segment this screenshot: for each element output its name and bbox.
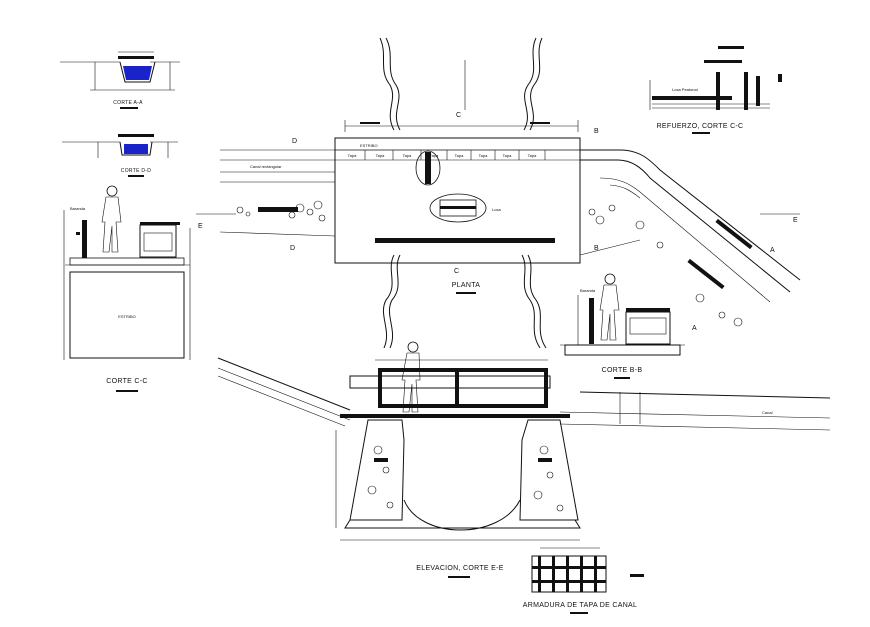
- elevation-view: Canal: [217, 341, 831, 578]
- abutment-right: [519, 419, 579, 521]
- tapa-label: Tapa: [479, 153, 488, 158]
- detail-corte-aa: CORTE A-A: [60, 51, 180, 109]
- title-elevacion-ee: ELEVACION, CORTE E-E: [416, 565, 503, 572]
- slab-oval: [429, 193, 487, 223]
- mark-e-right: E: [793, 217, 798, 224]
- tapa-label: Tapa: [528, 153, 537, 158]
- mark-d-bottom: D: [290, 245, 295, 252]
- detail-corte-bb: Baranda CORTE B-B: [560, 273, 685, 379]
- title-corte-cc: CORTE C-C: [106, 378, 147, 385]
- abutment-stones: [367, 445, 564, 512]
- plan-tapa-row: Tapa Tapa Tapa Tapa Tapa Tapa Tapa Tapa: [335, 149, 580, 160]
- person-figure-elev: [401, 341, 421, 413]
- mark-b-top: B: [594, 128, 599, 135]
- river-bed-elev: [403, 499, 521, 531]
- label-losa-peatonal: Losa Peatonal: [672, 87, 698, 92]
- title-corte-dd: CORTE D-D: [121, 168, 151, 174]
- tapa-label: Tapa: [455, 153, 464, 158]
- plan-view: Tapa Tapa Tapa Tapa Tapa Tapa Tapa Tapa …: [196, 37, 800, 349]
- label-losa-plan: Losa: [492, 207, 501, 212]
- label-baranda-bb: Baranda: [580, 288, 596, 293]
- mark-d-top: D: [292, 138, 297, 145]
- label-canal-rectangular: Canal rectangular: [250, 164, 282, 169]
- mark-b-bottom: B: [594, 245, 599, 252]
- label-estribo-cc: ESTRIBO: [118, 314, 136, 319]
- mark-a-left: A: [692, 325, 697, 332]
- title-armadura-tapa: ARMADURA DE TAPA DE CANAL: [523, 602, 637, 609]
- mark-c-bottom: C: [454, 268, 459, 275]
- title-planta: PLANTA: [452, 282, 481, 289]
- diagonal-canal: A A: [579, 149, 801, 332]
- river-bank-left: [385, 37, 401, 131]
- label-canal-elev: Canal: [762, 410, 773, 415]
- person-figure-cc: [101, 185, 122, 253]
- tapa-label: Tapa: [348, 153, 357, 158]
- river-bank-right: [523, 37, 537, 131]
- rocks-right: [588, 204, 743, 327]
- mark-e-left: E: [198, 223, 203, 230]
- mark-c-top: C: [456, 112, 461, 119]
- tapa-label: Tapa: [376, 153, 385, 158]
- water-channel-aa: [123, 66, 152, 80]
- abutment-left: [349, 419, 405, 521]
- tapa-label: Tapa: [403, 153, 412, 158]
- label-estribo-plan: ESTRIBO: [360, 143, 378, 148]
- detail-refuerzo-cc: Losa Peatonal REFUERZO, CORTE C-C: [649, 46, 782, 134]
- rocks-left: [236, 200, 326, 222]
- mark-a-right: A: [770, 247, 775, 254]
- detail-armadura-tapa: ARMADURA DE TAPA DE CANAL: [523, 547, 644, 614]
- water-channel-dd: [124, 144, 148, 154]
- person-figure-bb: [599, 273, 620, 341]
- title-refuerzo-cc: REFUERZO, CORTE C-C: [657, 123, 744, 130]
- tapa-label: Tapa: [503, 153, 512, 158]
- title-corte-aa: CORTE A-A: [113, 100, 143, 106]
- manhole-oval-1: [415, 150, 441, 186]
- title-corte-bb: CORTE B-B: [602, 367, 643, 374]
- detail-corte-dd: CORTE D-D: [62, 134, 178, 177]
- detail-corte-cc: ESTRIBO Baranda CORTE C-C: [63, 185, 191, 392]
- label-baranda-cc: Baranda: [70, 206, 86, 211]
- tapa-label: Tapa: [430, 153, 439, 158]
